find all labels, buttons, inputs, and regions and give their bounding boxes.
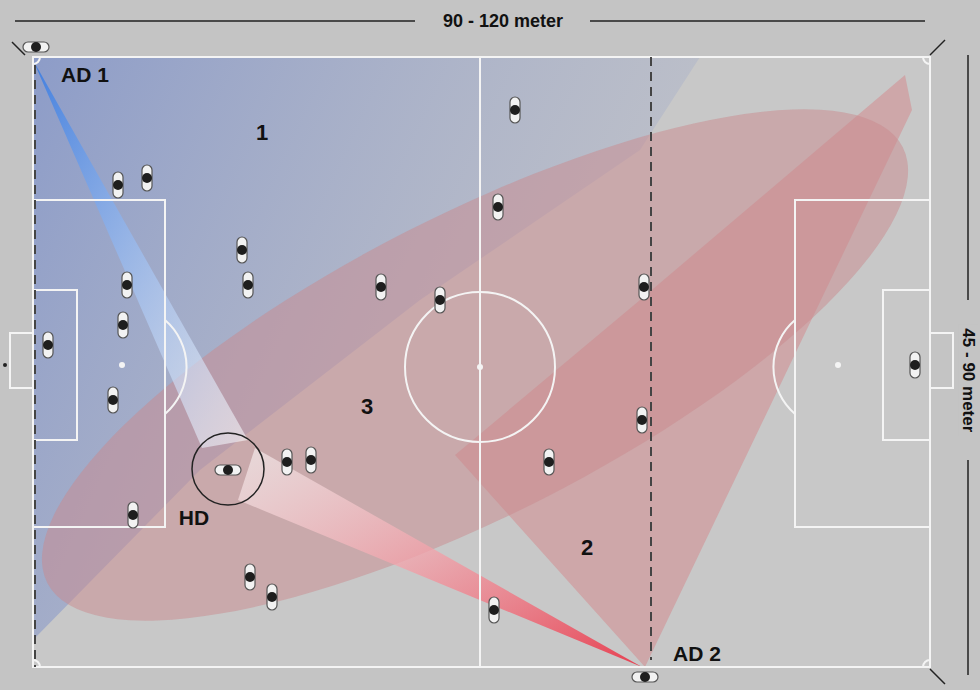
dimension-lines xyxy=(12,21,968,684)
player-figure xyxy=(306,447,316,473)
player-figure xyxy=(128,502,138,528)
player-body xyxy=(128,502,138,528)
zone-three xyxy=(0,13,971,690)
player-head xyxy=(639,282,649,292)
player-body xyxy=(43,332,53,358)
player-head xyxy=(122,280,132,290)
player-figure xyxy=(113,172,123,198)
sight-cone-ad2 xyxy=(238,448,642,667)
player-body xyxy=(23,42,49,52)
player-figure xyxy=(245,564,255,590)
player-head xyxy=(223,465,233,475)
player-head xyxy=(493,202,503,212)
referee-label: AD 2 xyxy=(669,642,725,665)
player-head xyxy=(113,180,123,190)
spots xyxy=(119,362,841,370)
player-head xyxy=(108,395,118,405)
player-body xyxy=(118,312,128,338)
player-head xyxy=(510,105,520,115)
player-head xyxy=(489,605,499,615)
player-body xyxy=(142,165,152,191)
player-head xyxy=(31,42,41,52)
player-body xyxy=(113,172,123,198)
sight-cone-ad1 xyxy=(33,60,248,448)
player-figure xyxy=(23,42,49,52)
player-body xyxy=(544,449,554,475)
player-body xyxy=(510,97,520,123)
player-body xyxy=(489,597,499,623)
player-figure xyxy=(118,312,128,338)
player-figure xyxy=(215,465,241,475)
player-body xyxy=(282,449,292,475)
field-markings xyxy=(10,57,953,667)
player-head xyxy=(243,280,253,290)
dimension-label: 90 - 120 meter xyxy=(439,12,567,32)
player-figure xyxy=(493,194,503,220)
referee-label: AD 1 xyxy=(57,63,113,86)
player-body xyxy=(910,352,920,378)
referee-label: HD xyxy=(175,506,213,529)
player-figure xyxy=(267,584,277,610)
player-body xyxy=(267,584,277,610)
player-head xyxy=(910,360,920,370)
player-body xyxy=(306,447,316,473)
player-figure xyxy=(544,449,554,475)
dimension-label: 45 - 90 meter xyxy=(959,324,978,436)
player-figure xyxy=(639,274,649,300)
player-body xyxy=(122,272,132,298)
player-body xyxy=(376,274,386,300)
assistant-lines xyxy=(35,57,651,667)
player-figure xyxy=(43,332,53,358)
player-body xyxy=(215,465,241,475)
player-head xyxy=(142,173,152,183)
player-figure xyxy=(142,165,152,191)
player-head xyxy=(245,572,255,582)
player-body xyxy=(108,387,118,413)
player-body xyxy=(243,272,253,298)
player-figure xyxy=(282,449,292,475)
player-head xyxy=(306,455,316,465)
player-figure xyxy=(122,272,132,298)
players xyxy=(23,42,920,682)
player-body xyxy=(245,564,255,590)
player-head xyxy=(640,672,650,682)
player-head xyxy=(267,592,277,602)
player-head xyxy=(237,245,247,255)
player-head xyxy=(544,457,554,467)
referee-circle xyxy=(192,433,264,505)
player-body xyxy=(237,237,247,263)
player-body xyxy=(637,407,647,433)
zone-number: 2 xyxy=(577,536,597,560)
player-figure xyxy=(435,287,445,313)
player-head xyxy=(376,282,386,292)
player-body xyxy=(493,194,503,220)
player-head xyxy=(128,510,138,520)
player-head xyxy=(435,295,445,305)
player-body xyxy=(639,274,649,300)
player-figure xyxy=(376,274,386,300)
player-head xyxy=(637,415,647,425)
zone-number: 1 xyxy=(252,121,272,145)
player-head xyxy=(43,340,53,350)
player-figure xyxy=(910,352,920,378)
player-figure xyxy=(108,387,118,413)
player-figure xyxy=(243,272,253,298)
player-figure xyxy=(489,597,499,623)
player-figure xyxy=(237,237,247,263)
player-figure xyxy=(637,407,647,433)
player-figure xyxy=(632,672,658,682)
player-head xyxy=(282,457,292,467)
player-head xyxy=(118,320,128,330)
player-figure xyxy=(510,97,520,123)
dot xyxy=(3,363,7,367)
zone-number: 3 xyxy=(357,395,377,419)
player-body xyxy=(632,672,658,682)
player-body xyxy=(435,287,445,313)
